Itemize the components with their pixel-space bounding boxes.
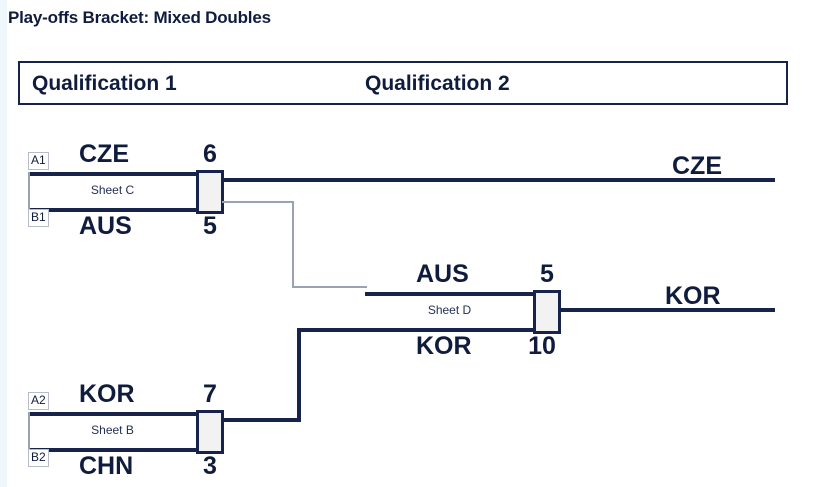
- match-sheet-d-bottom-line: [365, 328, 560, 332]
- match-sheet-b-bottom-line: [28, 448, 223, 452]
- match-sheet-d-score-bottom: 10: [528, 332, 556, 360]
- match-sheet-b-score-bottom: 3: [203, 452, 217, 480]
- match-sheet-c-bottom-line: [28, 208, 223, 212]
- match-sheet-b-team-top: KOR: [79, 380, 135, 408]
- match-sheet-b-seed-top: A2: [28, 392, 49, 410]
- connector-sheet-d-winner: [559, 308, 775, 312]
- match-sheet-c-left-edge: [28, 172, 30, 212]
- connector-sheet-c-loser-horizontal: [222, 201, 294, 203]
- page-edge-tint: [0, 0, 7, 487]
- match-sheet-d-score-block: [533, 290, 561, 334]
- match-sheet-b-score-top: 7: [203, 380, 217, 408]
- match-sheet-c-score-bottom: 5: [203, 212, 217, 240]
- match-sheet-b-top-line: [28, 412, 223, 416]
- connector-sheet-c-loser-into-sheet-d: [292, 286, 367, 288]
- match-sheet-c-seed-bottom: B1: [28, 209, 49, 227]
- match-sheet-b-sheet-label: Sheet B: [91, 423, 134, 437]
- connector-sheet-b-winner-vertical: [297, 330, 301, 420]
- connector-sheet-b-winner-horizontal: [222, 418, 301, 422]
- round-label-qualification-1: Qualification 1: [32, 72, 177, 95]
- match-sheet-c-seed-top: A1: [28, 152, 49, 170]
- round-label-qualification-2: Qualification 2: [365, 72, 510, 95]
- match-sheet-c-sheet-label: Sheet C: [90, 183, 135, 197]
- match-sheet-c-team-bottom: AUS: [79, 212, 132, 240]
- round-header-band: Qualification 1 Qualification 2: [18, 61, 788, 105]
- match-sheet-c-top-line: [28, 172, 223, 176]
- match-sheet-d-score-top: 5: [540, 260, 554, 288]
- match-sheet-b-left-edge: [28, 412, 30, 452]
- match-sheet-d-sheet-label: Sheet D: [427, 303, 472, 317]
- match-sheet-c-team-top: CZE: [79, 140, 129, 168]
- connector-sheet-c-winner: [222, 178, 775, 182]
- match-sheet-d-team-bottom: KOR: [416, 332, 472, 360]
- page-title: Play-offs Bracket: Mixed Doubles: [8, 8, 271, 27]
- match-sheet-b-team-bottom: CHN: [79, 452, 134, 480]
- match-sheet-d-team-top: AUS: [416, 260, 469, 288]
- match-sheet-c-score-top: 6: [203, 140, 217, 168]
- match-sheet-b-seed-bottom: B2: [28, 449, 49, 467]
- connector-sheet-c-loser-vertical: [292, 201, 294, 288]
- match-sheet-d-top-line: [365, 292, 560, 296]
- qualifier-1-team: CZE: [672, 152, 722, 180]
- qualifier-2-team: KOR: [665, 282, 721, 310]
- connector-sheet-b-winner-into-sheet-d: [297, 328, 367, 332]
- match-sheet-c-score-block: [196, 170, 224, 214]
- match-sheet-b-score-block: [196, 410, 224, 454]
